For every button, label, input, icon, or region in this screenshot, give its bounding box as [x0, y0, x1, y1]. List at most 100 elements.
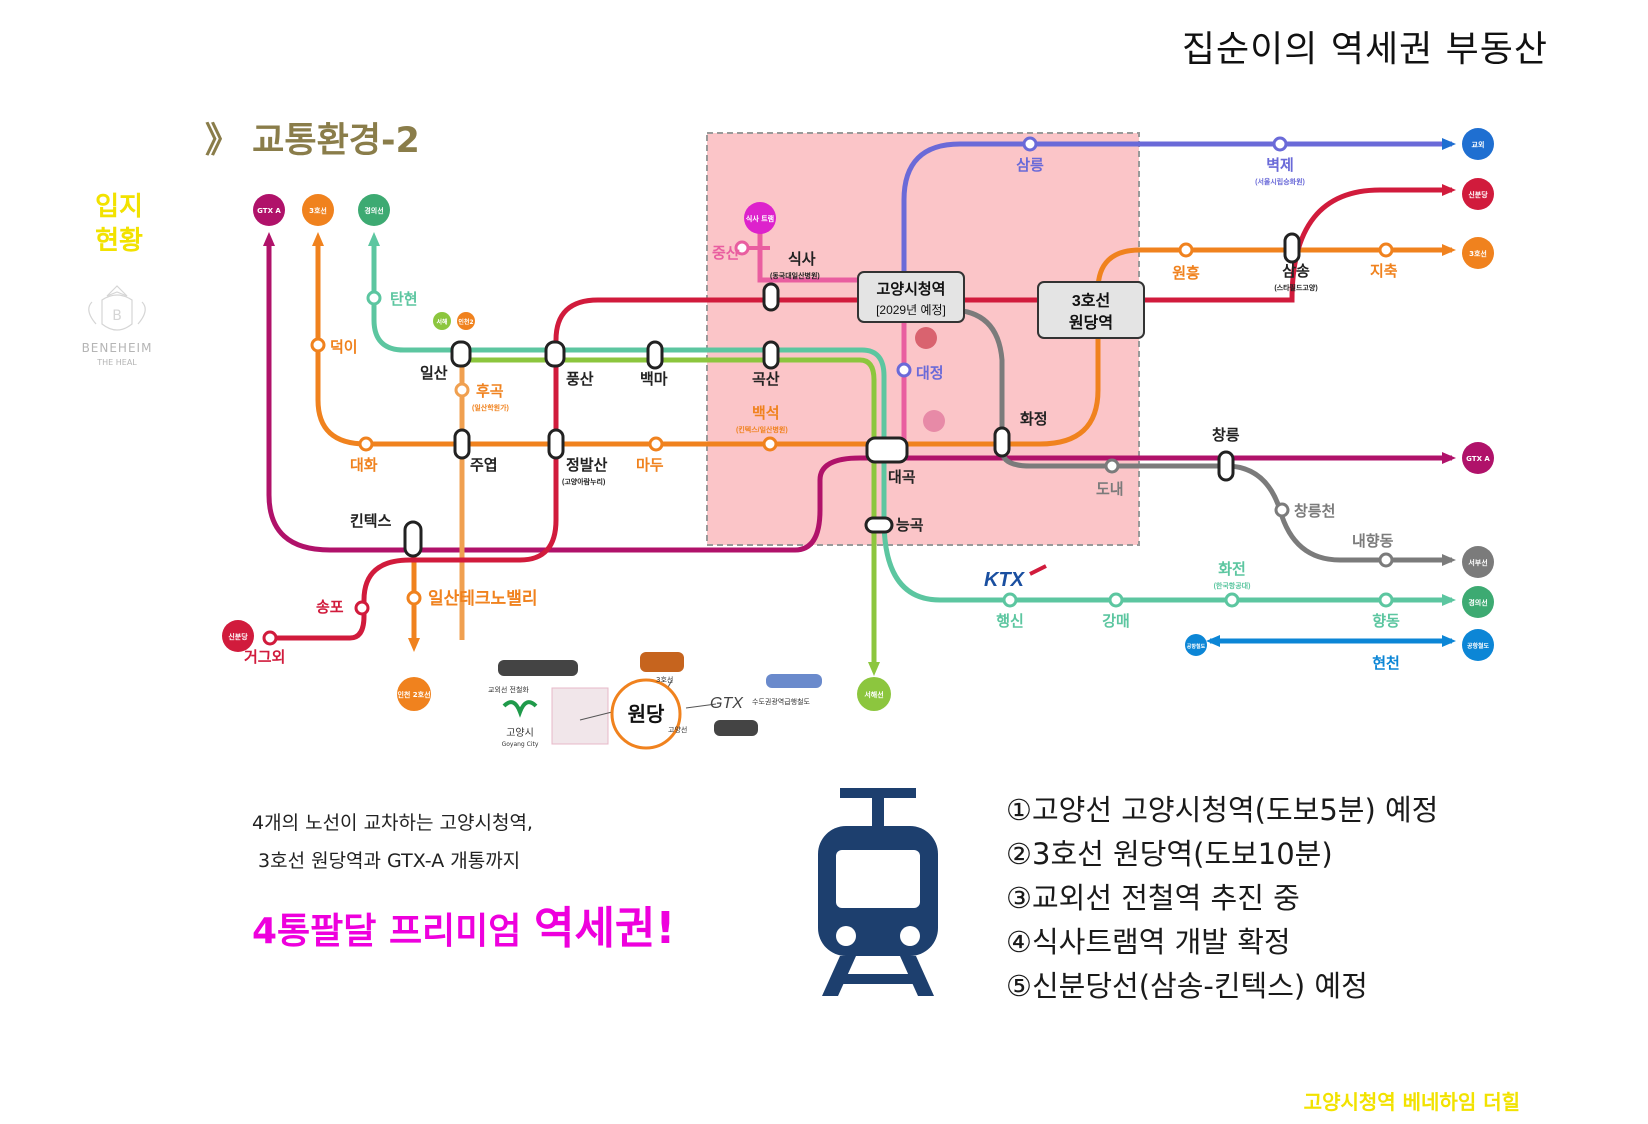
- label-pungsan: 풍산: [566, 371, 594, 388]
- station-dot-tanhyeon: [366, 290, 382, 306]
- label-goksan: 곡산: [752, 371, 780, 388]
- badge-sinbundang-right: [1462, 178, 1494, 210]
- infographic-train-line3: [640, 652, 684, 672]
- badge-gtx-top: [253, 194, 285, 226]
- infographic-city-en: Goyang City: [502, 741, 539, 748]
- label-songpo: 송포: [316, 599, 344, 616]
- label-deogi: 덕이: [330, 338, 358, 356]
- badge-seohae-text: 서해선: [864, 690, 883, 699]
- callout-city-hall-sub: [2029년 예정]: [876, 303, 946, 317]
- station-dot-hwajeon: [1224, 592, 1240, 608]
- label-juyeop: 주엽: [470, 457, 498, 474]
- label-donae: 도내: [1096, 481, 1124, 498]
- label-daehwa: 대화: [350, 457, 378, 474]
- line-sinbundang: [270, 187, 1452, 641]
- wondang-infographic: 원당 GTX 수도권광역급행철도 교외선 전철화 3호선 고양선 고양시 Goy…: [488, 652, 822, 750]
- station-dot-wonheung: [1178, 242, 1194, 258]
- infographic-map-thumb: [551, 687, 609, 745]
- label-tanhyeon: 탄현: [390, 291, 418, 308]
- svg-text:B: B: [112, 308, 122, 324]
- line-3: [315, 238, 1452, 447]
- transfer-changneung: [1217, 450, 1235, 482]
- badge-gyeongui-top: [358, 194, 390, 226]
- station-dot-daehwa: [358, 436, 374, 452]
- line-gyeongui: [371, 238, 1452, 603]
- badge-line3-top: [302, 194, 334, 226]
- badge-gtx-right: [1462, 442, 1494, 474]
- label-sisa-sub: (동국대일산병원): [770, 271, 820, 280]
- label-naehyang: 내향동: [1352, 533, 1394, 550]
- label-ilsan-techno: 일산테크노밸리: [428, 589, 537, 608]
- gyeongui-arrow-right: [1442, 594, 1456, 606]
- logo-sub: THE HEAL: [96, 358, 137, 367]
- callout-wondang-name: 원당역: [1069, 314, 1113, 332]
- label-ilsan: 일산: [420, 365, 448, 382]
- label-gangmae: 강매: [1102, 612, 1130, 630]
- infographic-gtx-desc: 수도권광역급행철도: [752, 697, 811, 706]
- label-hyeoncheon: 현천: [1372, 654, 1400, 672]
- gyooe-arrow: [1442, 138, 1456, 150]
- callout-city-hall: 고양시청역 [2029년 예정]: [857, 271, 965, 323]
- station-dot-haengsin: [1002, 592, 1018, 608]
- badge-airport-left: [1185, 634, 1207, 656]
- transit-network-map: 삼릉 벽제 (서울시립승화원) 원흥 삼송 (스타필드고양) 지축 중산 식사 …: [222, 128, 1494, 750]
- label-hwajeong: 화정: [1020, 410, 1048, 428]
- station-dot-geogeui: [262, 630, 278, 646]
- transfer-juyeop: [453, 428, 471, 460]
- list-item: ②3호선 원당역(도보10분): [1006, 837, 1333, 871]
- badge-incheon2: [397, 677, 431, 711]
- line3-arrow-right: [1442, 244, 1456, 256]
- label-jichuk: 지축: [1370, 263, 1398, 280]
- badge-line3-right: [1462, 237, 1494, 269]
- label-daegok: 대곡: [888, 469, 916, 486]
- label-baekseok-sub: (킨텍스/일산병원): [736, 425, 788, 434]
- label-geogeui: 거그외: [244, 648, 285, 666]
- infographic-train-gtx: [766, 674, 822, 688]
- station-dot-hugok: [454, 382, 470, 398]
- transfer-ilsan: [450, 340, 472, 368]
- side-label: 입지 현황: [84, 190, 154, 258]
- badge-sinbundang-right-text: 신분당: [1468, 190, 1488, 199]
- station-dot-gangmae: [1108, 592, 1124, 608]
- label-neunggok: 능곡: [896, 517, 924, 534]
- mini-badge-incheon2-text: 인천2: [458, 318, 473, 326]
- station-dot-daejeong: [896, 362, 912, 378]
- station-dot-byeokje: [1272, 136, 1288, 152]
- callout-city-hall-title: 고양시청역: [876, 281, 945, 298]
- transfer-hwajeong: [993, 426, 1011, 458]
- infographic-city: 고양시: [506, 727, 534, 739]
- seohae-arrow: [868, 662, 880, 676]
- badge-sinbundang-left-text: 신분당: [228, 632, 248, 641]
- badge-seobu: [1462, 546, 1494, 578]
- page-header-title: 집순이의 역세권 부동산: [1181, 29, 1548, 70]
- ktx-logo: KTX: [984, 564, 1047, 591]
- station-dot-jichuk: [1378, 242, 1394, 258]
- badge-gyooe: [1462, 128, 1494, 160]
- station-dot-hyangdong: [1378, 592, 1394, 608]
- badge-seohae: [857, 677, 891, 711]
- badge-line3-right-text: 3호선: [1469, 249, 1487, 258]
- gtx-arrow-right: [1442, 452, 1456, 464]
- callout-wondang-line: 3호선: [1072, 292, 1110, 310]
- label-jeongbalsan: 정발산: [566, 456, 608, 474]
- transfer-baengma: [646, 340, 664, 370]
- side-label-line1: 입지: [95, 192, 143, 222]
- sinbundang-arrow: [1442, 184, 1456, 196]
- seobu-arrow: [1442, 554, 1456, 566]
- station-dot-deogi: [310, 337, 326, 353]
- label-byeokje-sub: (서울시립승화원): [1255, 177, 1305, 186]
- label-wonheung: 원흥: [1172, 264, 1200, 282]
- beneheim-logo: B BENEHEIM THE HEAL: [82, 285, 151, 367]
- station-dot-baekseok: [762, 436, 778, 452]
- label-kintex: 킨텍스: [350, 512, 392, 530]
- list-item: ③교외선 전철역 추진 중: [1006, 881, 1300, 915]
- transfer-neunggok: [864, 516, 894, 534]
- label-hugok-sub: (일산학원가): [472, 403, 509, 412]
- label-samsong-sub: (스타필드고양): [1274, 283, 1317, 292]
- badge-airport-right: [1462, 629, 1494, 661]
- infographic-gtx: GTX: [710, 695, 744, 712]
- tram-icon: [818, 788, 938, 996]
- caption-line1: 4개의 노선이 교차하는 고양시청역,: [252, 812, 533, 834]
- label-baekseok: 백석: [752, 404, 780, 422]
- station-dot-ilsan-techno: [406, 590, 422, 606]
